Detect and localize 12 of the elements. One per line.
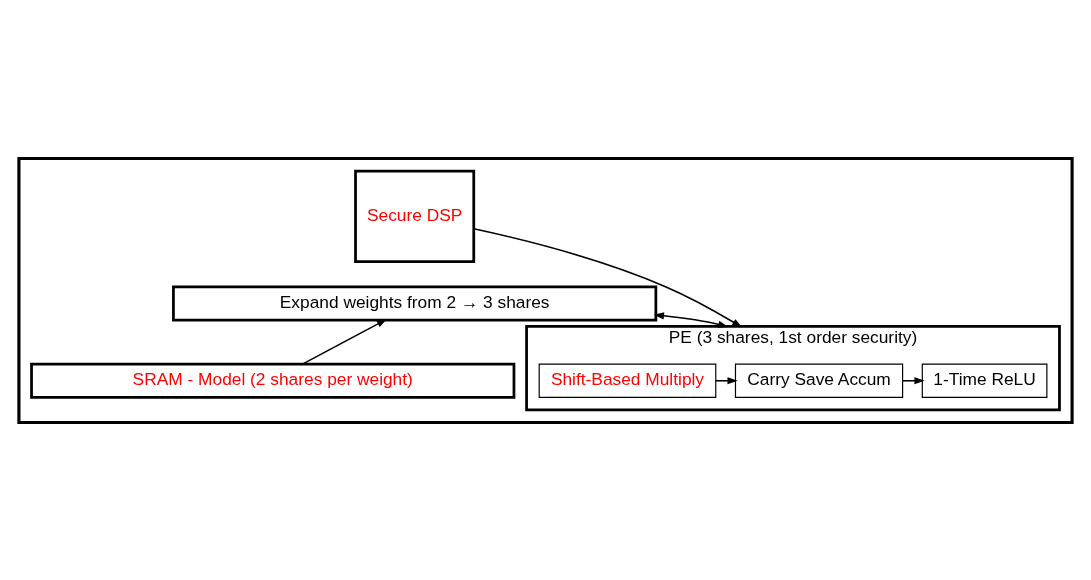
arrow (301, 318, 388, 365)
arrow (902, 376, 925, 384)
arrow (473, 227, 743, 328)
cluster (17, 156, 1074, 424)
node-box: Carry Save Accum (734, 363, 904, 398)
node-box: Expand weights from 2 → 3 shares (172, 285, 658, 321)
node-box: Secure DSP (354, 169, 476, 263)
node-box: Shift-Based Multiply (538, 363, 717, 398)
arrow (653, 311, 729, 328)
node-box: SRAM - Model (2 shares per weight) (30, 362, 516, 399)
arrow (715, 376, 738, 384)
node-box: 1-Time ReLU (921, 363, 1048, 398)
